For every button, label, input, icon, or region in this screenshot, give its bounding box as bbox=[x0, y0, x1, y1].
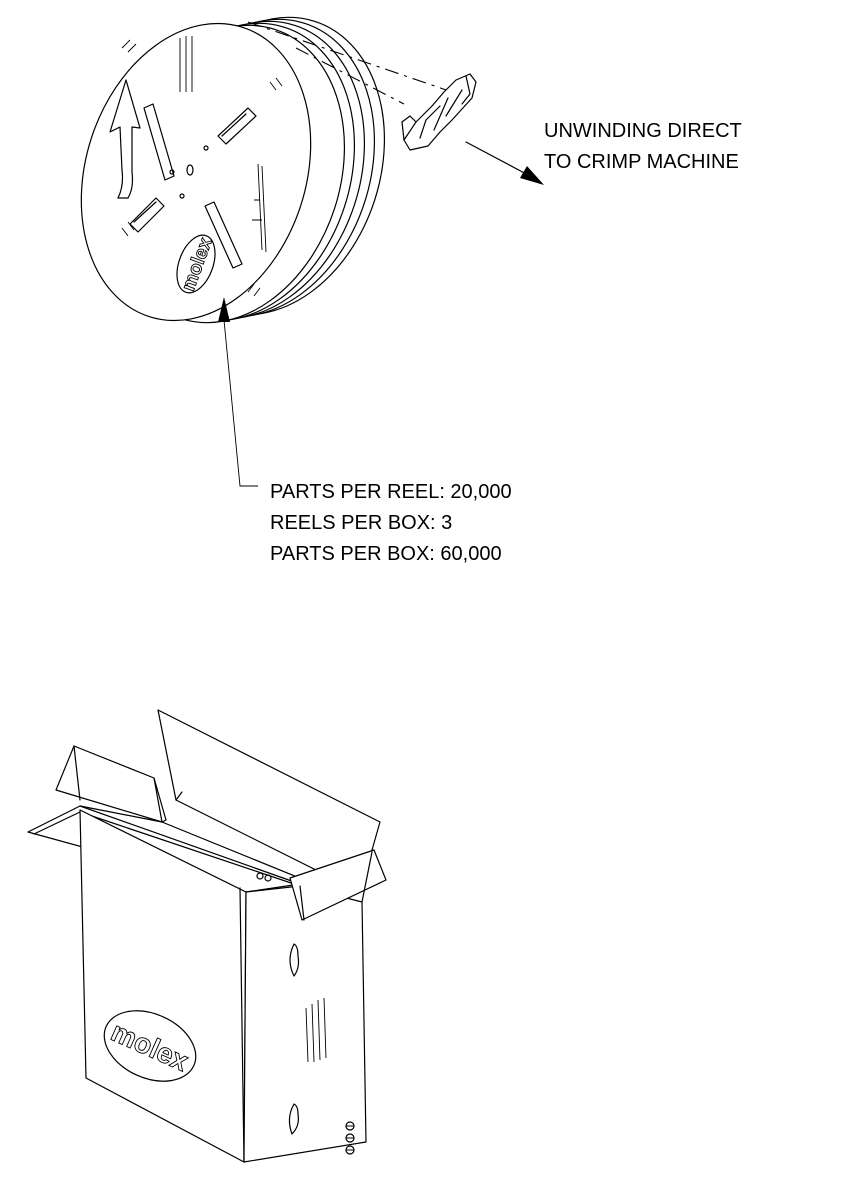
unwinding-label-line2: TO CRIMP MACHINE bbox=[544, 151, 739, 173]
unwinding-label-line1: UNWINDING DIRECT bbox=[544, 120, 742, 142]
reel-slot bbox=[143, 103, 175, 181]
parts-per-reel-label: PARTS PER REEL: 20,000 bbox=[270, 481, 512, 503]
reels-per-box-label: REELS PER BOX: 3 bbox=[270, 512, 452, 534]
reel-direction-arrow bbox=[109, 79, 141, 199]
reel-front-flange bbox=[80, 22, 312, 322]
reel-leader bbox=[218, 297, 258, 487]
reel-drawing: molex bbox=[80, 16, 544, 324]
box-drawing: molex bbox=[27, 709, 387, 1163]
reel-slot bbox=[217, 107, 257, 145]
reel-slot bbox=[129, 197, 165, 233]
parts-per-box-label: PARTS PER BOX: 60,000 bbox=[270, 543, 502, 565]
terminal-part bbox=[401, 73, 477, 151]
unwind-arrow bbox=[465, 141, 531, 177]
unwind-arrowhead bbox=[520, 166, 544, 185]
reel-slot bbox=[204, 201, 243, 269]
